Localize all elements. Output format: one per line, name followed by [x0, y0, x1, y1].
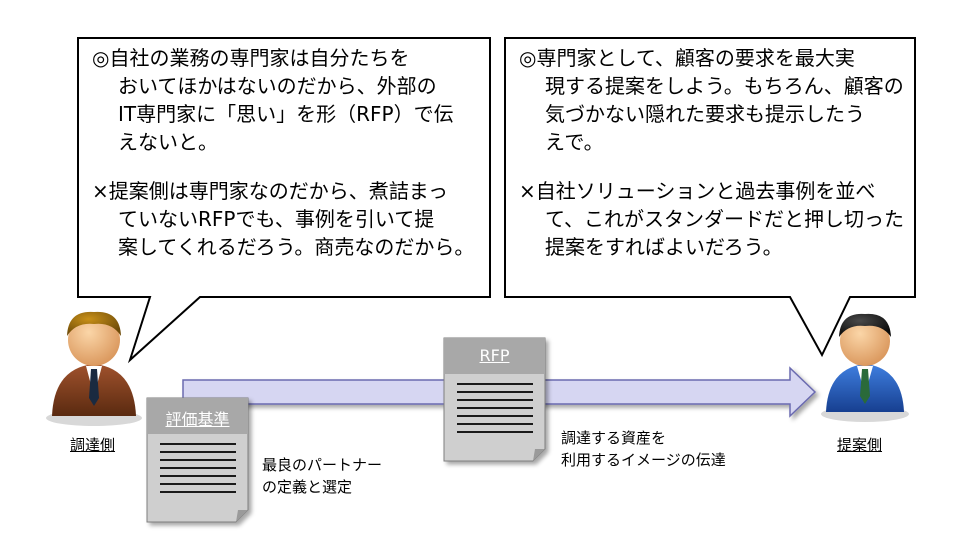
vendor-bubble-line: 提案をすればよいだろう。	[545, 235, 783, 259]
buyer-bubble-line: 案してくれるだろう。商売なのだから。	[118, 235, 475, 259]
buyer-label: 調達側	[70, 436, 116, 454]
vendor-speech-bubble	[504, 37, 916, 358]
rfp-caption: 調達する資産を 利用するイメージの伝達	[561, 427, 726, 471]
buyer-bubble-line: ていないRFPでも、事例を引いて提	[118, 207, 435, 231]
vendor-bubble-line: えで。	[545, 130, 604, 154]
buyer-speech-bubble	[77, 37, 491, 364]
evaluation-criteria-caption: 最良のパートナー の定義と選定	[262, 454, 382, 498]
buyer-bubble-line: えないと。	[118, 130, 218, 154]
buyer-bubble-line: ×提案側は専門家なのだから、煮詰まっ	[92, 179, 448, 203]
vendor-bubble-line: て、これがスタンダードだと押し切った	[545, 207, 904, 231]
vendor-bubble-line: ◎専門家として、顧客の要求を最大実	[519, 46, 855, 70]
evaluation-criteria-title: 評価基準	[165, 410, 230, 429]
rfp-document	[443, 337, 546, 462]
vendor-bubble-line: ×自社ソリューションと過去事例を並べ	[519, 179, 876, 203]
evaluation-criteria-caption-line: 最良のパートナー	[262, 456, 383, 474]
buyer-bubble-line: おいてほかはないのだから、外部の	[118, 74, 437, 98]
vendor-bubble-text: ◎専門家として、顧客の要求を最大実 現する提案をしよう。もちろん、顧客の 気づか…	[519, 44, 904, 261]
vendor-person-icon	[821, 313, 909, 422]
rfp-title: RFP	[479, 346, 510, 365]
vendor-label: 提案側	[837, 436, 883, 454]
rfp-lines	[457, 383, 533, 433]
rfp-caption-line: 利用するイメージの伝達	[561, 451, 726, 469]
evaluation-criteria-lines	[160, 443, 236, 493]
rfp-caption-line: 調達する資産を	[561, 429, 667, 447]
buyer-bubble-line: IT専門家に「思い」を形（RFP）で伝	[118, 102, 454, 126]
buyer-bubble-line: ◎自社の業務の専門家は自分たちを	[92, 46, 410, 70]
buyer-bubble-text: ◎自社の業務の専門家は自分たちを おいてほかはないのだから、外部の IT専門家に…	[92, 44, 474, 261]
vendor-bubble-line: 現する提案をしよう。もちろん、顧客の	[545, 74, 904, 98]
buyer-person-icon	[46, 311, 142, 426]
evaluation-criteria-caption-line: の定義と選定	[262, 478, 353, 496]
vendor-bubble-line: 気づかない隠れた要求も提示したう	[545, 102, 865, 126]
